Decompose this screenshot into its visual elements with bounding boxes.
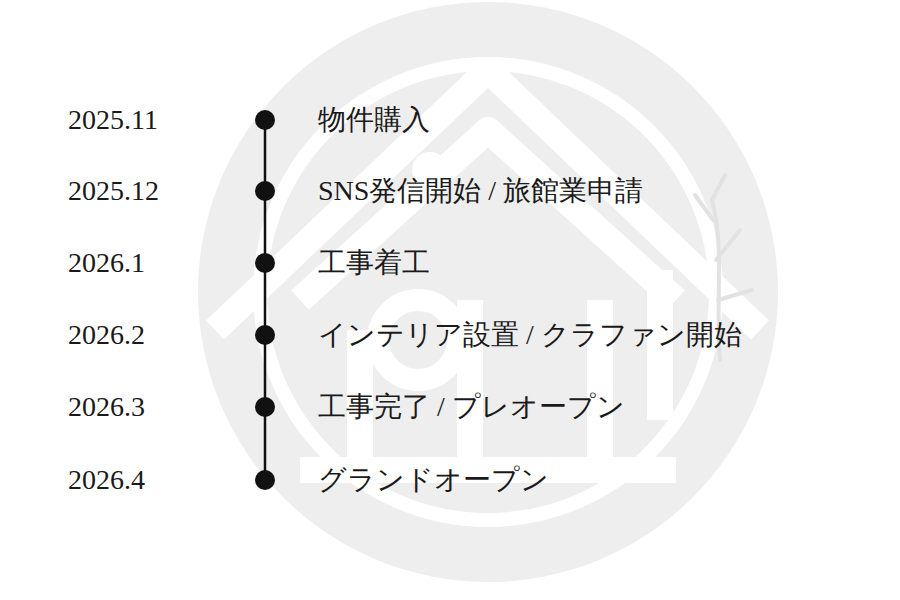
timeline-dot — [255, 470, 275, 490]
date-label: 2026.4 — [68, 463, 145, 497]
event-label: 物件購入 — [318, 103, 430, 137]
timeline-dot — [255, 181, 275, 201]
timeline-line — [264, 120, 267, 480]
event-label: SNS発信開始 / 旅館業申請 — [318, 174, 643, 208]
date-label: 2026.1 — [68, 246, 145, 280]
date-label: 2026.2 — [68, 318, 145, 352]
timeline-dot — [255, 110, 275, 130]
timeline-dot — [255, 253, 275, 273]
timeline-dot — [255, 325, 275, 345]
timeline-dot — [255, 397, 275, 417]
event-label: 工事完了 / プレオープン — [318, 390, 625, 424]
event-label: グランドオープン — [318, 463, 549, 497]
event-label: インテリア設置 / クラファン開始 — [318, 318, 742, 352]
event-label: 工事着工 — [318, 246, 430, 280]
date-label: 2025.11 — [68, 103, 158, 137]
date-label: 2026.3 — [68, 390, 145, 424]
date-label: 2025.12 — [68, 174, 159, 208]
